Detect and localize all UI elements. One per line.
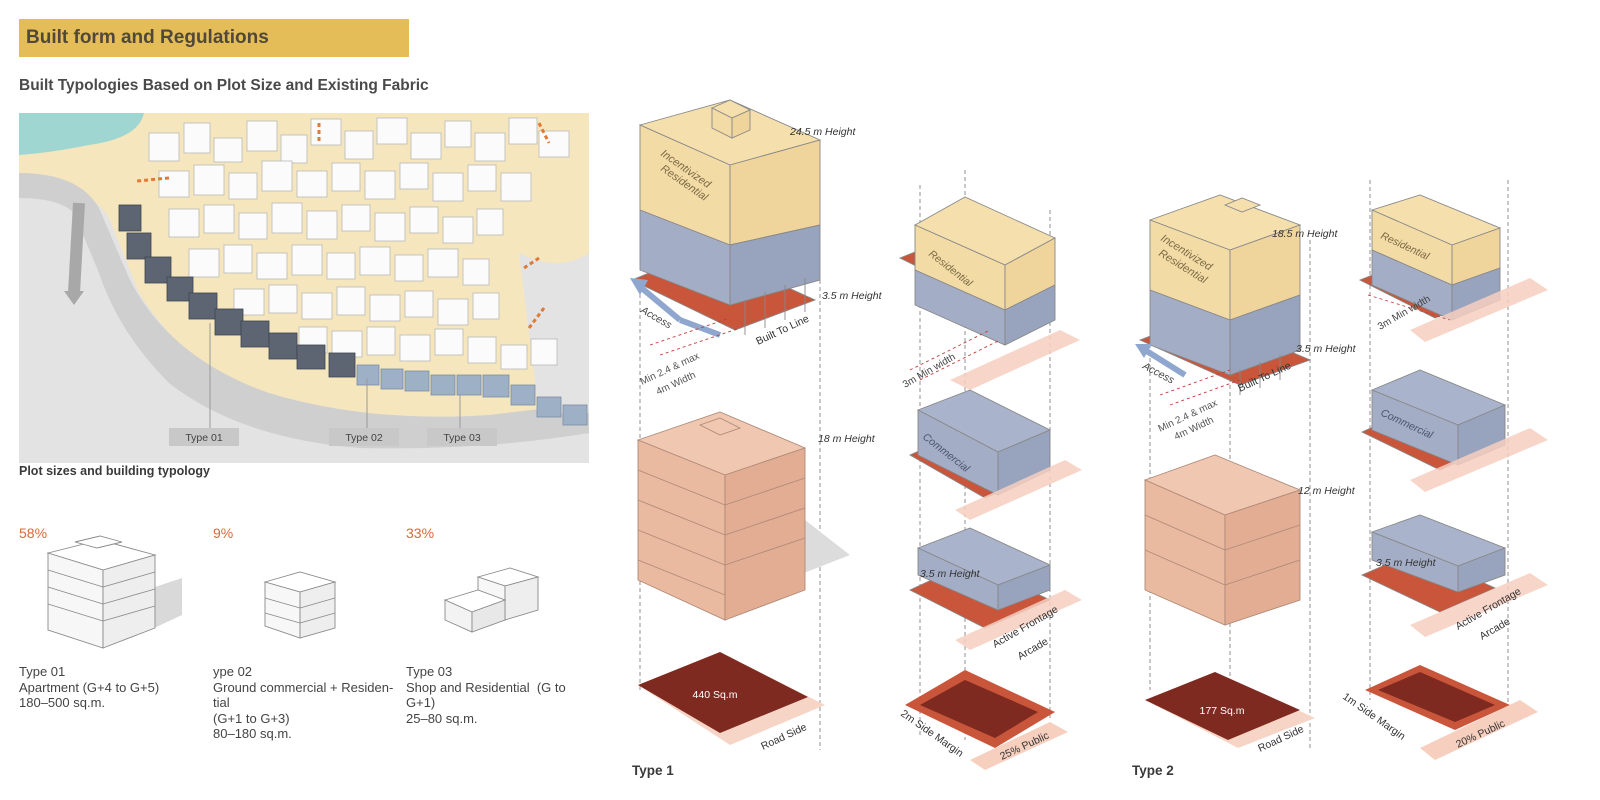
type1-plot-area: 440 Sq.m <box>693 689 738 701</box>
type1-commercial-block <box>909 389 1052 499</box>
type2-plot-area: 177 Sq.m <box>1200 705 1245 717</box>
type2-existing-building <box>1143 454 1302 626</box>
type01-buildings <box>118 204 356 378</box>
type2-existing-height: 12 m Height <box>1298 485 1356 497</box>
regulation-diagrams: 24.5 m Height Incentivized Residential 3… <box>630 99 1548 778</box>
type1-existing-height: 18 m Height <box>818 433 876 445</box>
typology-02-line: (G+1 to G+3) <box>213 710 290 726</box>
typology-01-line: Type 01 <box>19 664 66 679</box>
type1-active-frontage-line2: Arcade <box>1016 635 1051 662</box>
main-road <box>19 173 589 449</box>
access-arrows <box>136 122 551 329</box>
typology-03-line: G+1) <box>406 695 436 710</box>
typology-02-line: 80–180 sq.m. <box>213 726 292 741</box>
typology-03-line: Shop and Residential (G to <box>406 679 566 695</box>
type2-active-frontage-line2: Arcade <box>1478 615 1513 642</box>
map-label-type02: Type 02 <box>345 432 383 444</box>
section-banner: Built form and Regulations <box>19 19 409 57</box>
typology-02-line: ype 02 <box>213 664 253 679</box>
typology-03-line: 25–80 sq.m. <box>406 710 478 726</box>
type2-arcade-block <box>1360 514 1507 613</box>
type2-diagram: 18.5 m Height Incentivized Residential 3… <box>1135 180 1548 760</box>
typology-percent-03: 33% <box>406 525 435 541</box>
type2-access-arrow <box>1143 347 1187 378</box>
typology-03-thumbnail <box>443 567 540 633</box>
typology-01-line: 180–500 sq.m. <box>19 695 106 710</box>
type1-residential-block <box>898 196 1057 346</box>
type1-ground-height: 3.5 m Height <box>822 290 883 302</box>
type1-arcade-block <box>908 527 1052 629</box>
aerial-map-drawing: Type 01 Type 02 Type 03 <box>19 113 589 463</box>
type2-label: Type 2 <box>1132 763 1174 778</box>
map-caption: Plot sizes and building typology <box>19 464 210 478</box>
typology-description-01: Type 01 Apartment (G+4 to G+5) 180–500 s… <box>19 664 209 711</box>
type2-residential-block <box>1358 194 1502 321</box>
type1-commercial-height: 3.5 m Height <box>920 568 981 580</box>
typology-01-line: Apartment (G+4 to G+5) <box>19 679 160 695</box>
type1-setback-plot <box>920 680 1038 738</box>
typology-03-line: Type 03 <box>406 664 453 679</box>
aerial-map: Type 01 Type 02 Type 03 <box>19 113 589 463</box>
map-leader-lines <box>209 323 461 431</box>
map-label-type03: Type 03 <box>443 432 481 444</box>
section-subtitle: Built Typologies Based on Plot Size and … <box>19 77 429 94</box>
type2-building-height: 18.5 m Height <box>1272 228 1338 240</box>
type02-03-buildings <box>356 364 588 426</box>
type2-ground-height: 3.5 m Height <box>1296 343 1357 355</box>
existing-buildings <box>148 117 570 370</box>
typology-thumbnails <box>46 535 540 649</box>
type1-building-height: 24.5 m Height <box>789 126 856 138</box>
typology-01-thumbnail <box>46 535 182 649</box>
typology-percent-01: 58% <box>19 525 48 541</box>
type1-access-arrow <box>636 282 682 323</box>
type1-plot <box>638 652 808 733</box>
typology-02-thumbnail <box>263 571 337 639</box>
type1-diagram: 24.5 m Height Incentivized Residential 3… <box>630 99 1082 770</box>
typology-02-line: Ground commercial + Residen- <box>213 679 394 695</box>
type2-plot <box>1145 672 1300 740</box>
type2-incentivized-building <box>1138 194 1312 395</box>
typology-percent-02: 9% <box>213 525 234 541</box>
typology-02-line: tial <box>213 695 230 710</box>
type2-setback-plot <box>1378 672 1495 722</box>
water-body <box>19 113 144 155</box>
section-title: Built form and Regulations <box>26 27 269 48</box>
type1-min-width-3m: 3m Min width <box>901 352 958 391</box>
type2-commercial-height: 3.5 m Height <box>1376 557 1437 569</box>
type1-existing-building <box>636 411 850 621</box>
type1-label: Type 1 <box>632 763 674 778</box>
typology-description-02: ype 02 Ground commercial + Residen- tial… <box>213 664 403 742</box>
typology-description-03: Type 03 Shop and Residential (G to G+1) … <box>406 664 596 726</box>
map-label-type01: Type 01 <box>185 432 223 444</box>
type1-incentivized-building <box>630 99 822 335</box>
